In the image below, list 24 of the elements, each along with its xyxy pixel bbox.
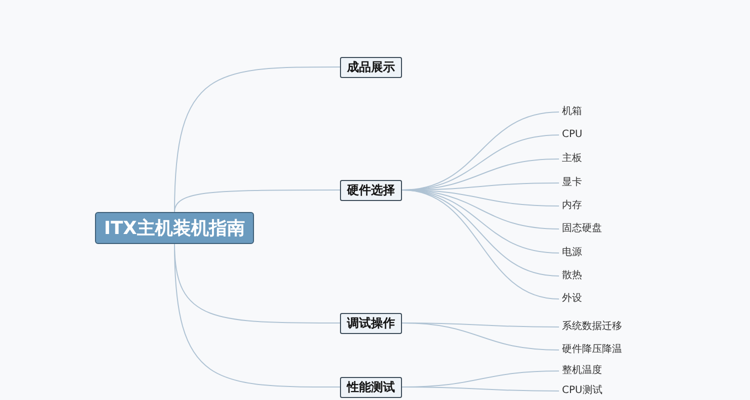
connector-line — [402, 386, 560, 392]
subtopic-label: 硬件降压降温 — [562, 343, 622, 357]
topic-box: 硬件选择 — [340, 180, 402, 200]
subtopic-label: 电源 — [562, 246, 582, 260]
subtopic-label: 主板 — [562, 152, 582, 166]
subtopic-label: 系统数据迁移 — [562, 320, 622, 334]
connector-line — [174, 244, 340, 388]
connector-line — [174, 66, 340, 212]
subtopic-label: CPU测试 — [562, 384, 602, 398]
subtopic-label: CPU — [562, 128, 582, 142]
root-topic-box: ITX主机装机指南 — [95, 212, 254, 244]
connector-line — [402, 190, 560, 300]
subtopic-label: 内存 — [562, 199, 582, 213]
topic-box: 性能测试 — [340, 376, 402, 398]
subtopic-label: 外设 — [562, 292, 582, 306]
subtopic-label: 机箱 — [562, 105, 582, 119]
connector-line — [402, 322, 560, 350]
topic-box: 调试操作 — [340, 312, 402, 334]
connector-line — [174, 190, 340, 212]
subtopic-label: 散热 — [562, 269, 582, 283]
subtopic-label: 固态硬盘 — [562, 222, 602, 236]
topic-box: 成品展示 — [340, 56, 402, 78]
subtopic-label: 显卡 — [562, 176, 582, 190]
subtopic-label: 整机温度 — [562, 364, 602, 378]
